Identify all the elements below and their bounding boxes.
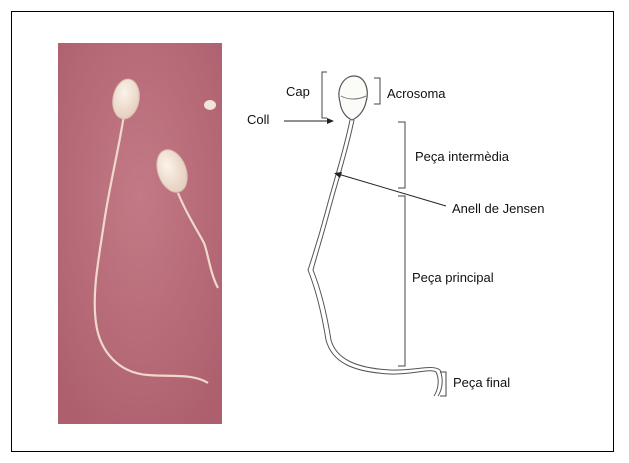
acrosoma-bracket xyxy=(374,78,380,104)
label-anell-de-jensen: Anell de Jensen xyxy=(452,201,545,216)
label-cap: Cap xyxy=(286,84,310,99)
label-peca-intermedia: Peça intermèdia xyxy=(415,149,509,164)
label-acrosoma: Acrosoma xyxy=(387,86,446,101)
label-peca-final: Peça final xyxy=(453,375,510,390)
sperm-head xyxy=(339,76,367,120)
label-peca-principal: Peça principal xyxy=(412,270,494,285)
coll-arrowhead xyxy=(327,118,334,124)
label-coll: Coll xyxy=(247,112,269,127)
peca-principal-bracket xyxy=(398,196,405,366)
peca-final-bracket xyxy=(440,372,446,396)
peca-intermedia-bracket xyxy=(398,122,405,188)
anell-arrow xyxy=(338,174,446,206)
cap-bracket xyxy=(322,72,327,118)
